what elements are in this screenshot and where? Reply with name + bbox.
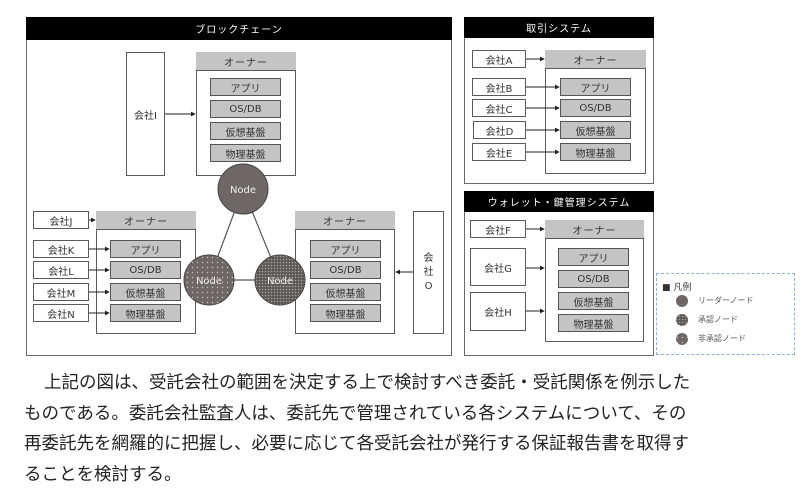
leader-node bbox=[217, 163, 269, 215]
legend-approval-icon bbox=[676, 314, 688, 326]
trading-layer-osdb: OS/DB bbox=[560, 99, 631, 117]
company-o-char-2: 社 bbox=[423, 266, 434, 278]
legend-non-approval-label: 非承認ノード bbox=[698, 334, 746, 343]
paragraph-line-1: 上記の図は、受託会社の範囲を決定する上で検討すべき委託・受託関係を例示した bbox=[44, 373, 691, 393]
non-approval-node-label: Node bbox=[196, 276, 222, 287]
right-owner-header: オーナー bbox=[295, 211, 395, 230]
company-m-box: 会社M bbox=[33, 283, 89, 301]
approval-node bbox=[254, 254, 306, 306]
trading-layer-physical: 物理基盤 bbox=[560, 143, 631, 161]
approval-node-label: Node bbox=[267, 276, 293, 287]
trading-layer-app: アプリ bbox=[560, 78, 631, 96]
leader-node-label: Node bbox=[230, 185, 256, 196]
top-layer-physical: 物理基盤 bbox=[210, 144, 281, 162]
right-layer-app: アプリ bbox=[310, 240, 381, 258]
company-f-box: 会社F bbox=[470, 220, 526, 238]
legend-leader-icon bbox=[676, 295, 688, 307]
paragraph-line-2: ものである。委託会社監査人は、委託先で管理されている各システムについて、その bbox=[24, 404, 687, 424]
legend-title: ■ 凡例 bbox=[662, 283, 692, 293]
company-g-box: 会社G bbox=[470, 248, 526, 286]
company-n-box: 会社N bbox=[33, 304, 89, 322]
left-layer-physical: 物理基盤 bbox=[110, 304, 181, 322]
top-owner-header: オーナー bbox=[196, 52, 296, 71]
right-layer-virtual: 仮想基盤 bbox=[310, 283, 381, 301]
company-d-box: 会社D bbox=[473, 121, 526, 139]
wallet-layer-virtual: 仮想基盤 bbox=[558, 292, 629, 310]
trading-layer-virtual: 仮想基盤 bbox=[560, 121, 631, 139]
blockchain-title: ブロックチェーン bbox=[26, 17, 452, 40]
legend-non-approval-icon bbox=[676, 333, 688, 345]
company-o-box: 会 社 O bbox=[413, 211, 444, 334]
left-layer-app: アプリ bbox=[110, 240, 181, 258]
company-o-char-1: 会 bbox=[423, 252, 434, 264]
company-k-box: 会社K bbox=[33, 240, 89, 258]
left-layer-osdb: OS/DB bbox=[110, 261, 181, 279]
top-layer-virtual: 仮想基盤 bbox=[210, 122, 281, 140]
left-owner-header: オーナー bbox=[96, 211, 196, 230]
company-i-box: 会社I bbox=[126, 52, 165, 176]
wallet-title: ウォレット・鍵管理システム bbox=[464, 191, 654, 212]
trading-title: 取引システム bbox=[464, 17, 654, 38]
legend-leader-label: リーダーノード bbox=[698, 296, 754, 305]
legend-approval-label: 承認ノード bbox=[698, 315, 738, 324]
company-b-box: 会社B bbox=[472, 78, 526, 96]
top-layer-app: アプリ bbox=[210, 78, 281, 96]
wallet-layer-physical: 物理基盤 bbox=[558, 314, 629, 332]
left-layer-virtual: 仮想基盤 bbox=[110, 283, 181, 301]
top-layer-osdb: OS/DB bbox=[210, 100, 281, 118]
wallet-owner-header: オーナー bbox=[545, 220, 644, 239]
right-layer-osdb: OS/DB bbox=[310, 261, 381, 279]
non-approval-node bbox=[183, 254, 235, 306]
company-e-box: 会社E bbox=[472, 143, 526, 161]
company-h-box: 会社H bbox=[470, 292, 526, 331]
paragraph-line-4: ることを検討する。 bbox=[24, 465, 182, 485]
company-l-box: 会社L bbox=[33, 261, 89, 279]
right-layer-physical: 物理基盤 bbox=[310, 304, 381, 322]
wallet-layer-osdb: OS/DB bbox=[558, 270, 629, 288]
trading-owner-header: オーナー bbox=[545, 50, 646, 69]
wallet-layer-app: アプリ bbox=[558, 248, 629, 266]
company-j-box: 会社J bbox=[33, 211, 89, 229]
company-o-char-3: O bbox=[424, 280, 433, 292]
company-c-box: 会社C bbox=[472, 99, 526, 117]
company-a-box: 会社A bbox=[472, 50, 526, 68]
paragraph-line-3: 再委託先を網羅的に把握し、必要に応じて各受託会社が発行する保証報告書を取得す bbox=[24, 434, 689, 454]
